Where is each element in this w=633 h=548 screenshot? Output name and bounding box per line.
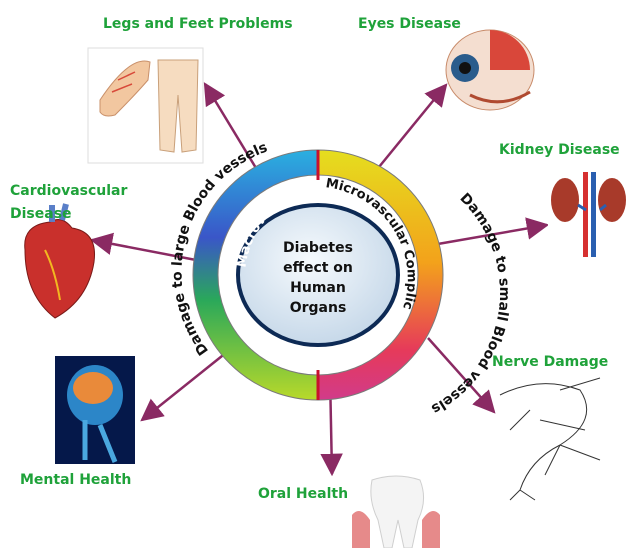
arrow-legs <box>203 82 264 179</box>
eyeball-icon <box>445 29 535 111</box>
label-oral-health: Oral Health <box>258 486 349 502</box>
label-eyes-disease: Eyes Disease <box>358 16 461 32</box>
label-legs-feet: Legs and Feet Problems <box>103 16 293 32</box>
arrow-mental <box>140 347 233 422</box>
label-nerve-damage: Nerve Damage <box>492 354 609 370</box>
center-title: Diabetes effect on Human Organs <box>283 240 353 316</box>
micro-ring-segment <box>317 149 444 401</box>
tooth-icon <box>352 475 440 548</box>
center-line-3: Human <box>290 280 346 296</box>
arrow-cardio <box>89 232 197 262</box>
label-cardio-line1: Cardiovascular <box>10 183 128 199</box>
legs-feet-icon <box>87 47 204 164</box>
arrow-eyes <box>369 83 448 179</box>
label-mental-health: Mental Health <box>20 472 132 488</box>
label-kidney-disease: Kidney Disease <box>499 142 620 158</box>
heart-icon <box>24 203 96 319</box>
arrow-kidney <box>431 217 550 247</box>
center-line-2: effect on <box>283 260 353 276</box>
arc-label-small-vessels: Damage to small Blood vessels <box>429 190 513 417</box>
center-line-4: Organs <box>290 300 347 316</box>
center-line-1: Diabetes <box>283 240 353 256</box>
nerve-sketch-icon <box>499 377 601 501</box>
label-cardio-line2: Disease <box>10 206 72 222</box>
center-circle <box>236 203 400 347</box>
arrow-nerve <box>427 337 496 414</box>
brain-head-icon <box>55 356 135 464</box>
kidneys-icon <box>548 170 628 260</box>
complications-ring <box>192 149 444 401</box>
macro-ring-segment <box>192 149 319 401</box>
